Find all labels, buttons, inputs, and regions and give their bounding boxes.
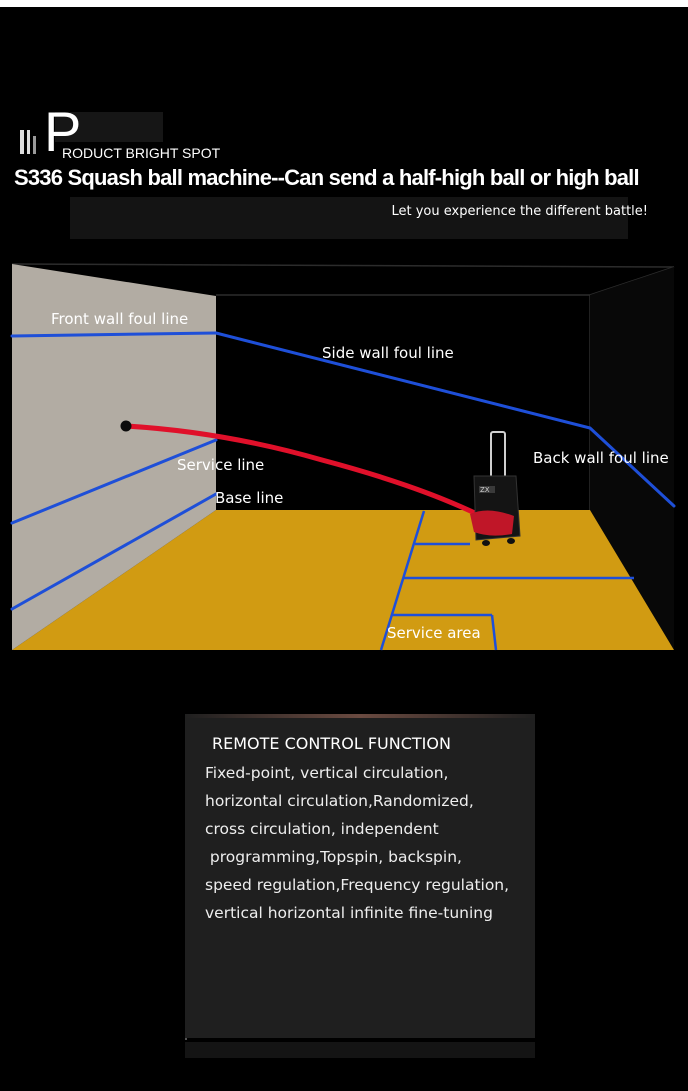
top-border-strip	[0, 0, 688, 7]
court-floor	[12, 510, 674, 650]
header-shadow-block	[55, 112, 163, 142]
right-side-wall	[590, 267, 674, 650]
front-wall	[12, 264, 216, 650]
panel-top-glow	[185, 714, 535, 718]
svg-text:ZX: ZX	[480, 486, 490, 494]
front-wall-foul-line-label: Front wall foul line	[51, 310, 188, 328]
wall-foul-lines	[10, 331, 676, 611]
service-line-label: Service line	[177, 456, 264, 474]
service-line	[10, 438, 218, 525]
panel-footer-bar	[185, 1042, 535, 1058]
page-subtitle: Let you experience the different battle!	[391, 204, 649, 219]
ball-icon	[120, 420, 132, 432]
service-area-label: Service area	[387, 624, 481, 642]
page-title: S336 Squash ball machine--Can send a hal…	[14, 165, 640, 190]
feature-line: Fixed-point, vertical circulation,	[205, 764, 449, 782]
feature-line: horizontal circulation,Randomized,	[205, 792, 474, 810]
header-background-band	[70, 197, 628, 239]
ball-machine-icon: ZX	[470, 431, 521, 546]
back-wall-foul-line-label: Back wall foul line	[533, 449, 669, 467]
floor-lines	[379, 510, 634, 651]
squash-court-diagram: ZX Front wall foul line Side wall foul l…	[0, 262, 688, 657]
feature-line: speed regulation,Frequency regulation,	[205, 876, 510, 894]
section-label: RODUCT BRIGHT SPOT	[62, 145, 221, 161]
base-line	[10, 492, 218, 611]
remote-control-panel: REMOTE CONTROL FUNCTION Fixed-point, ver…	[185, 714, 535, 1038]
feature-line: vertical horizontal infinite fine-tuning	[205, 904, 493, 922]
front-wall-foul-line	[10, 331, 218, 338]
remote-control-heading: REMOTE CONTROL FUNCTION	[212, 734, 451, 753]
brand-initial: P	[44, 100, 82, 163]
remote-feature-list: Fixed-point, vertical circulation, horiz…	[205, 759, 509, 927]
side-wall-foul-line	[214, 331, 676, 508]
ball-trajectory	[123, 423, 484, 519]
base-line-label: Base line	[215, 489, 283, 507]
feature-line: cross circulation, independent	[205, 820, 439, 838]
feature-line: programming,Topspin, backspin,	[205, 848, 462, 866]
side-wall-foul-line-label: Side wall foul line	[322, 344, 454, 362]
